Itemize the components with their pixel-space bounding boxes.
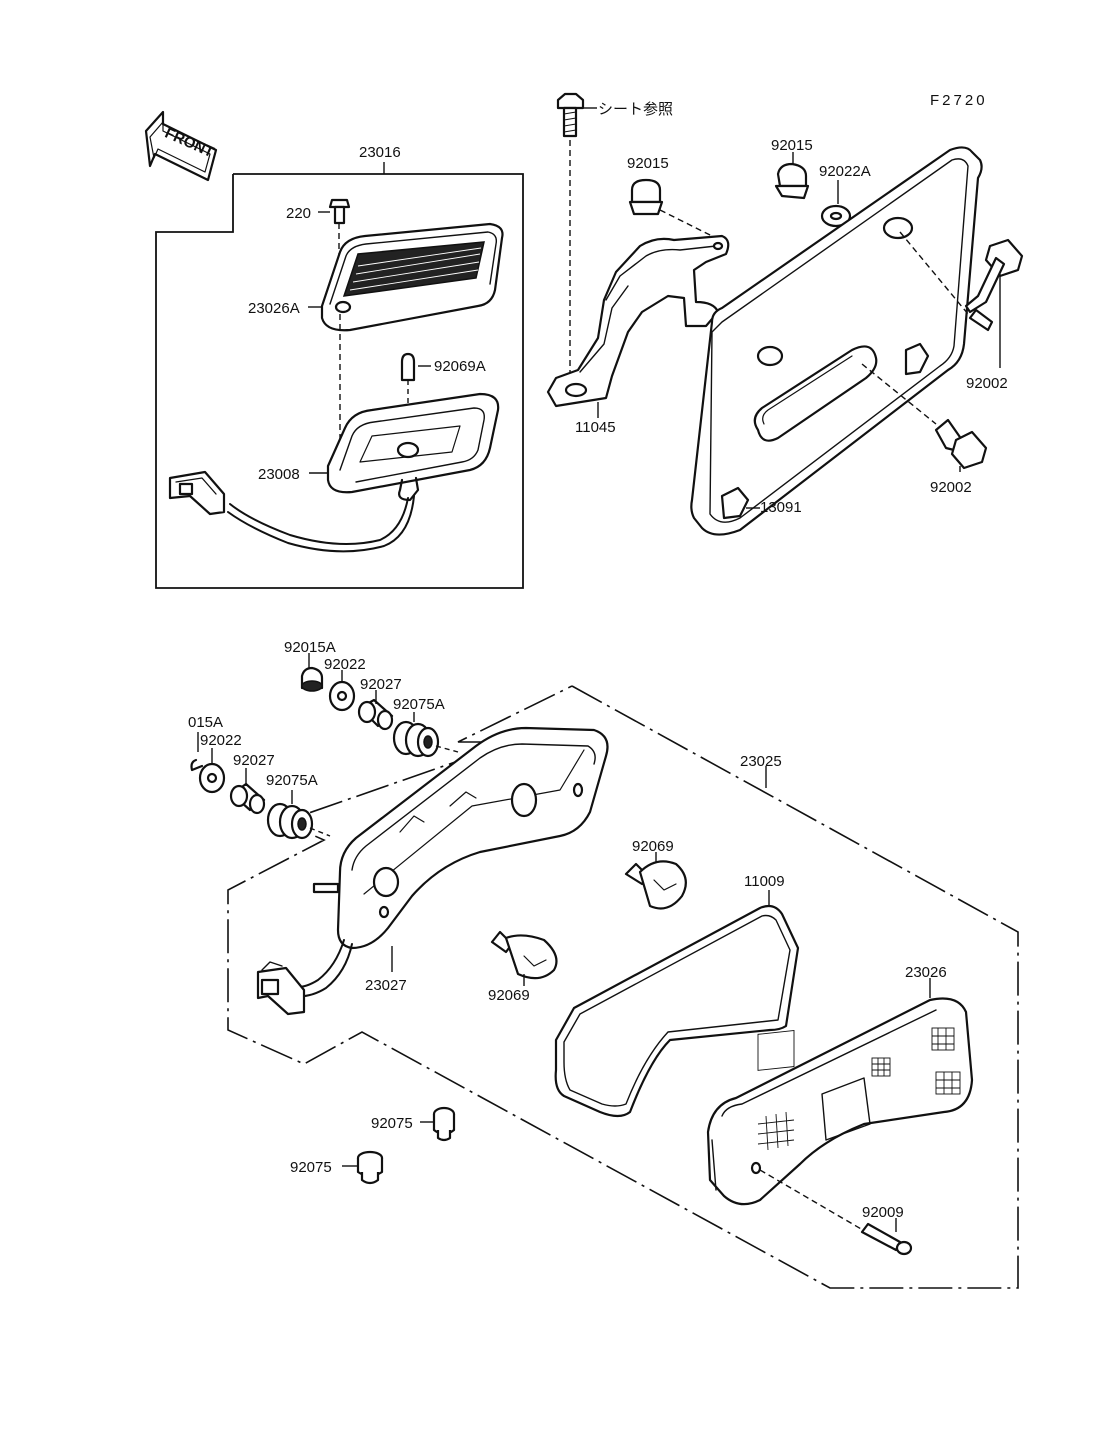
label-92022-b: 92022 <box>200 732 242 749</box>
label-92015-top: 92015 <box>627 155 669 172</box>
grommet-92075-b <box>342 1150 384 1185</box>
gasket-11009 <box>554 890 800 1118</box>
tail-lamp-housing-23027 <box>256 726 609 1016</box>
cap-nut-92015A <box>300 653 324 692</box>
label-11009: 11009 <box>744 873 785 890</box>
label-13091: 13091 <box>760 499 802 516</box>
label-92022-a: 92022 <box>324 656 366 673</box>
license-lamp-base-23008 <box>168 392 500 553</box>
label-23027: 23027 <box>365 977 407 994</box>
label-11045: 11045 <box>575 419 616 436</box>
screw-92009 <box>860 1218 913 1256</box>
tail-lamp-lens-23026 <box>706 978 974 1241</box>
label-92075A-b: 92075A <box>266 772 318 789</box>
figure-code: F2720 <box>930 92 988 109</box>
grommet-92075A-a <box>392 712 459 758</box>
label-92069-a: 92069 <box>632 838 674 855</box>
seat-bolt <box>556 92 597 386</box>
bolt-92002-lower <box>934 418 988 472</box>
collar-92027-b <box>229 768 266 815</box>
label-92002-a: 92002 <box>966 375 1008 392</box>
front-arrow-icon: FRONT <box>144 110 218 182</box>
label-92027-a: 92027 <box>360 676 402 693</box>
label-92015A: 92015A <box>284 639 336 656</box>
bulb-92069-a <box>624 852 687 910</box>
label-92009: 92009 <box>862 1204 904 1221</box>
label-23026: 23026 <box>905 964 947 981</box>
grommet-92075A-b <box>266 790 331 840</box>
seat-reference-note: シート参照 <box>598 101 673 118</box>
cap-nut-92015-bracket <box>628 178 721 241</box>
tail-lamp-assembly-frame <box>227 685 1019 1289</box>
label-23026A: 23026A <box>248 300 300 317</box>
label-92027-b: 92027 <box>233 752 275 769</box>
bulb-92069-b <box>490 930 558 986</box>
label-92069-b: 92069 <box>488 987 530 1004</box>
cap-nut-92015-plate <box>774 152 810 200</box>
label-015A: 015A <box>188 714 223 731</box>
label-23025: 23025 <box>740 753 782 770</box>
bolt-92002-upper <box>964 238 1024 368</box>
label-92002-b: 92002 <box>930 479 972 496</box>
label-23008: 23008 <box>258 466 300 483</box>
label-92015-right: 92015 <box>771 137 813 154</box>
license-lamp-lens-23026A <box>320 222 504 470</box>
washer-92022-a <box>328 670 356 712</box>
collar-92027-a <box>357 690 394 731</box>
label-23016: 23016 <box>359 144 401 161</box>
leaders-top-left <box>308 162 431 474</box>
label-92022A: 92022A <box>819 163 871 180</box>
label-92069A: 92069A <box>434 358 486 375</box>
washer-92022-b <box>198 748 226 794</box>
label-92075-a: 92075 <box>371 1115 413 1132</box>
grommet-92075-a <box>420 1106 456 1142</box>
license-lamp-assembly-frame <box>155 173 524 589</box>
label-220: 220 <box>286 205 311 222</box>
label-92075-b: 92075 <box>290 1159 332 1176</box>
license-bracket-11045 <box>546 234 730 418</box>
label-92075A-a: 92075A <box>393 696 445 713</box>
cap-nut-015A <box>190 732 204 772</box>
license-plate-holder-13091 <box>690 146 983 536</box>
